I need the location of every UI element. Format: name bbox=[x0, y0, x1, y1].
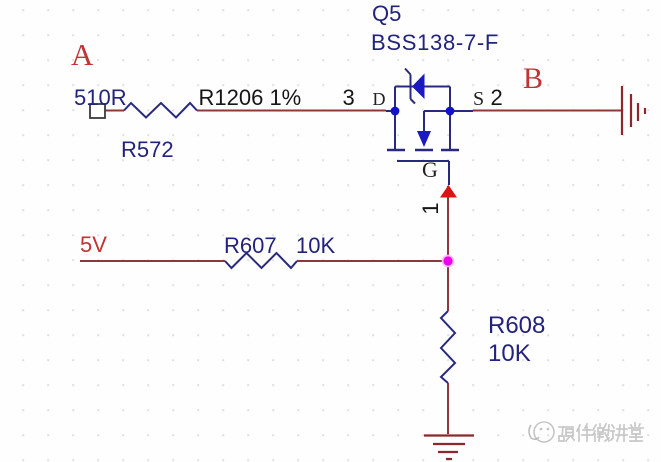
svg-text:A: A bbox=[71, 37, 94, 72]
svg-text:Q5: Q5 bbox=[372, 1, 401, 26]
svg-text:2: 2 bbox=[491, 85, 503, 110]
svg-text:R1206 1%: R1206 1% bbox=[199, 85, 302, 110]
svg-text:10K: 10K bbox=[488, 340, 531, 367]
svg-text:5V: 5V bbox=[80, 232, 107, 257]
svg-text:D: D bbox=[373, 89, 386, 109]
svg-text:G: G bbox=[422, 157, 438, 182]
svg-text:510R: 510R bbox=[74, 85, 127, 110]
svg-text:S: S bbox=[473, 88, 484, 110]
svg-text:BSS138-7-F: BSS138-7-F bbox=[371, 30, 499, 55]
svg-text:3: 3 bbox=[343, 85, 355, 110]
svg-text:B: B bbox=[523, 62, 543, 95]
svg-text:1: 1 bbox=[418, 202, 443, 214]
svg-text:R608: R608 bbox=[488, 312, 545, 339]
svg-text:R572: R572 bbox=[121, 137, 174, 162]
svg-text:10K: 10K bbox=[296, 233, 335, 258]
svg-text:R607: R607 bbox=[224, 233, 277, 258]
